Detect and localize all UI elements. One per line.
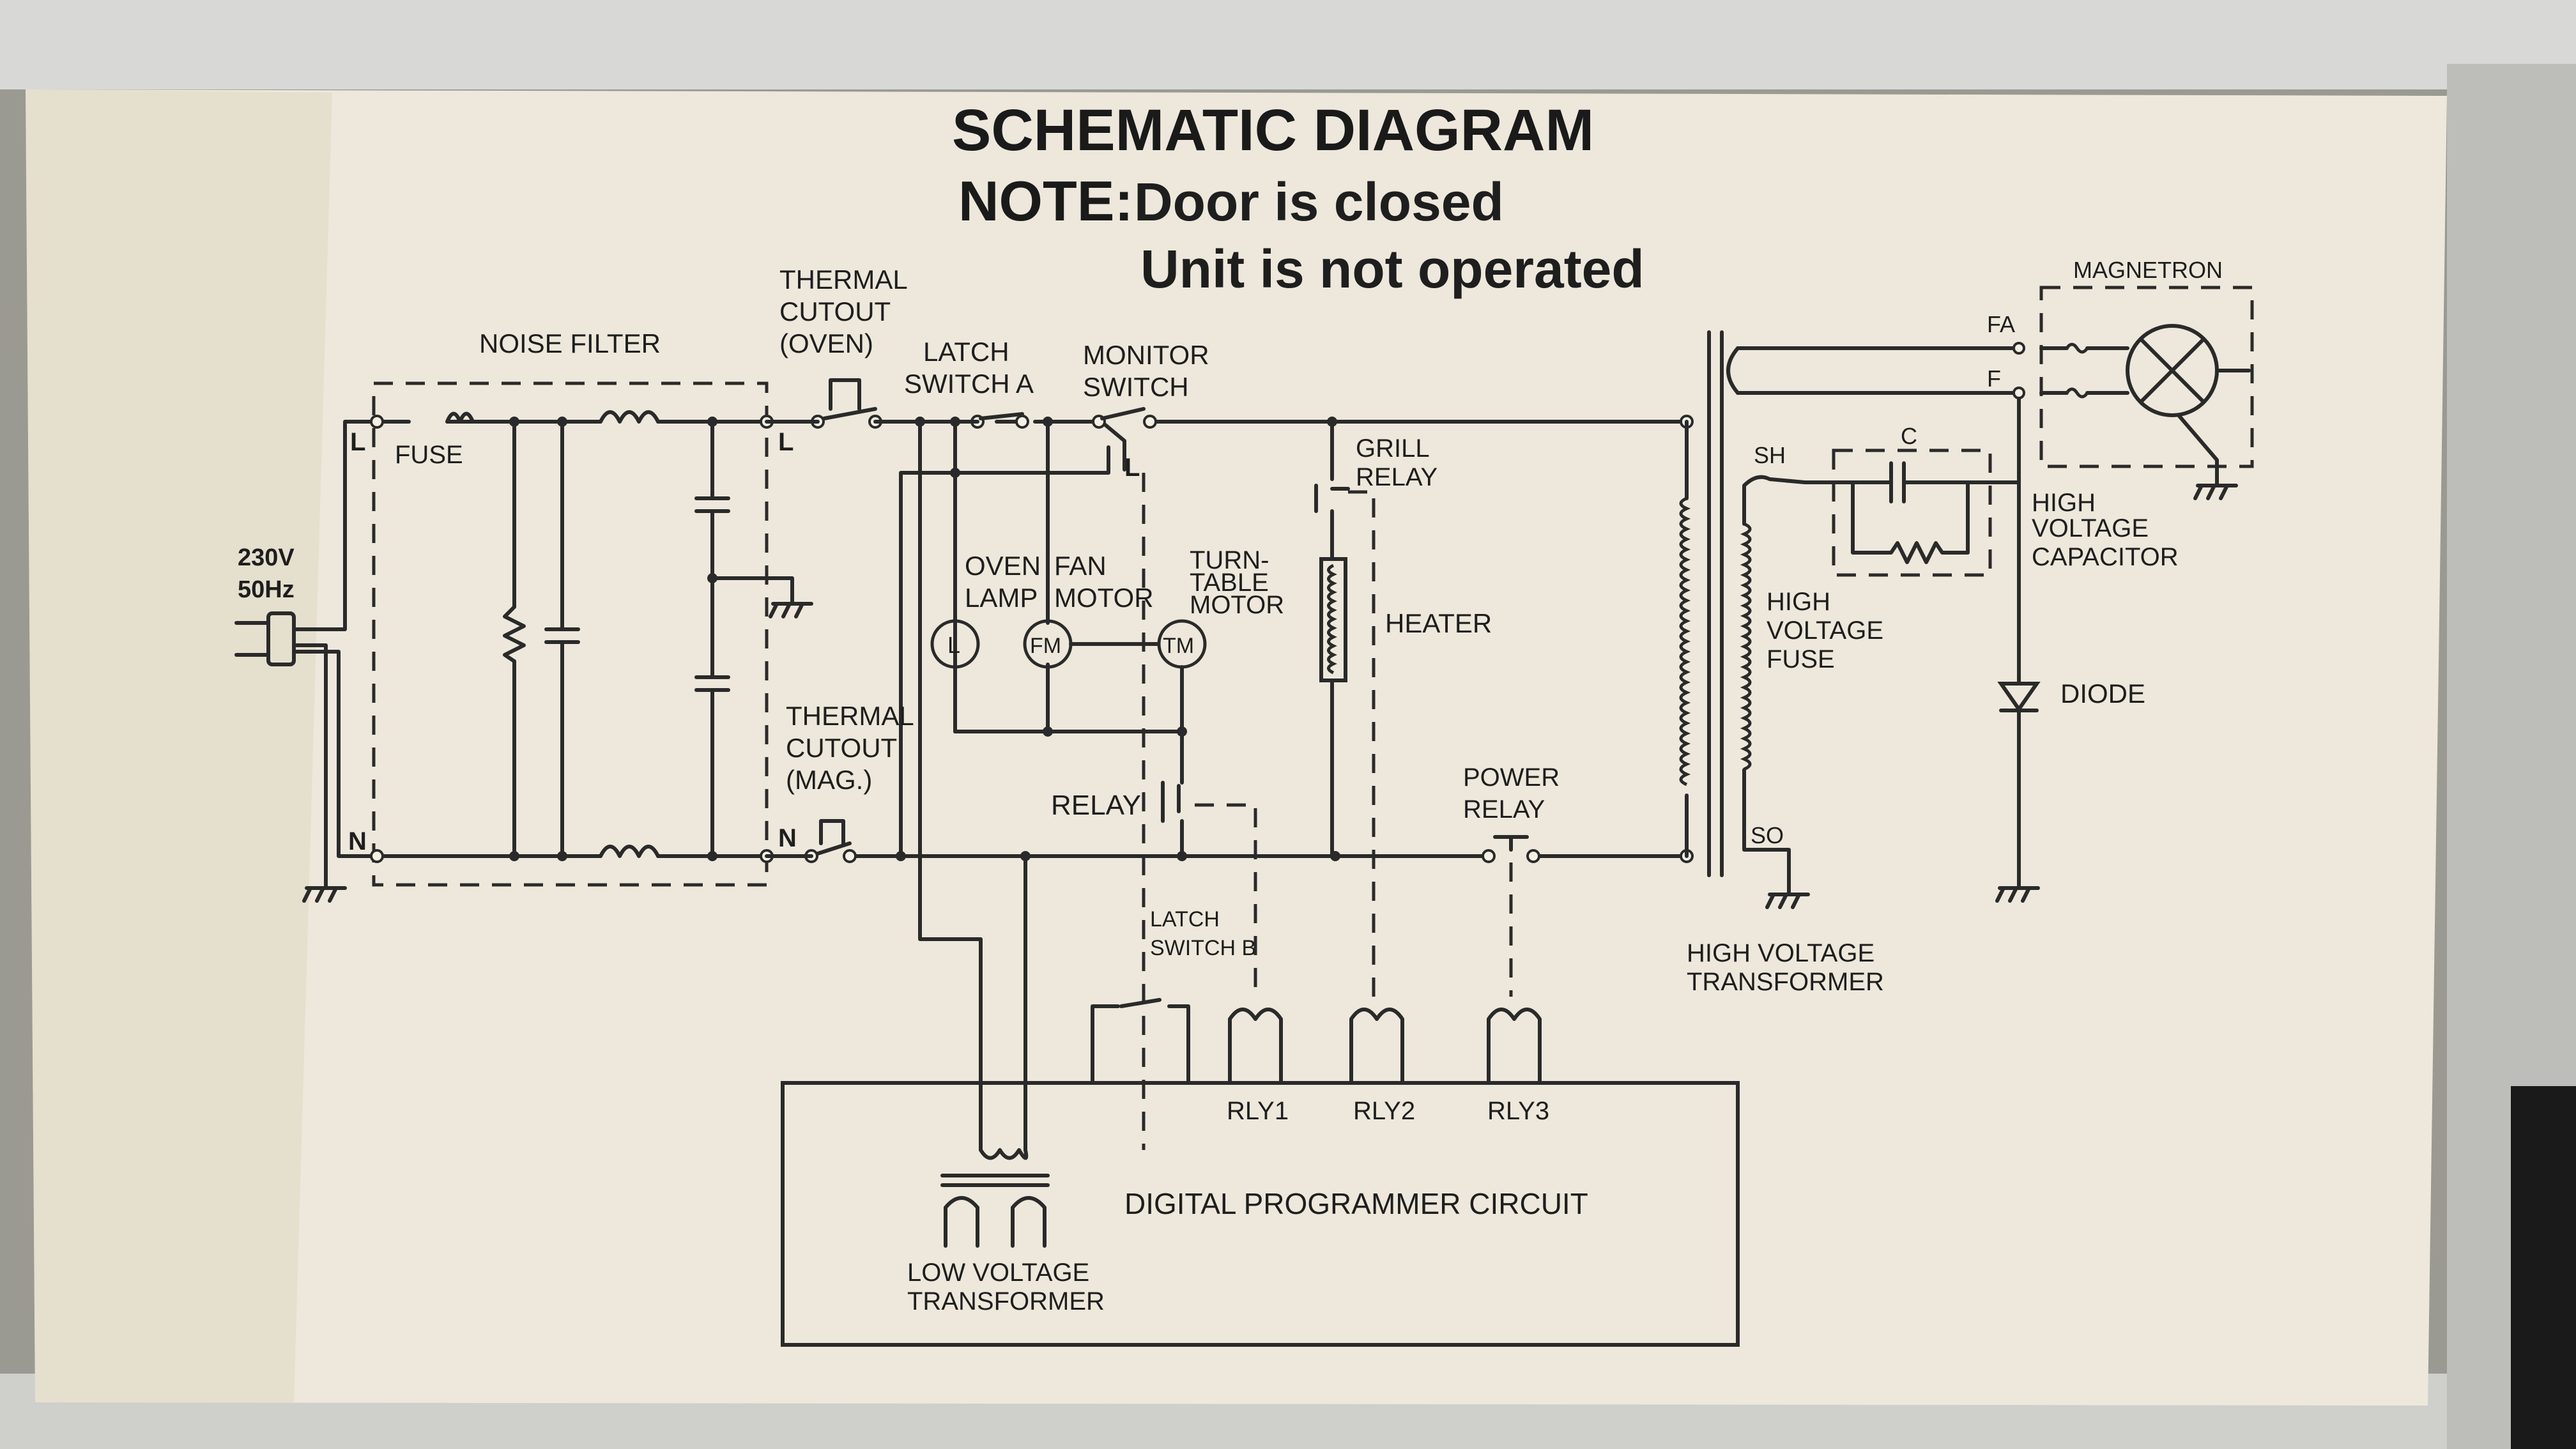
diode-symbol (1995, 391, 2041, 903)
hvc-label-2: VOLTAGE (2032, 514, 2149, 542)
fan-motor-label-1: FAN (1054, 551, 1107, 581)
fan-motor-label-2: MOTOR (1054, 583, 1154, 613)
noise-filter-box (372, 381, 769, 887)
line-label-left: L (350, 428, 365, 456)
high-voltage-transformer-symbol (1679, 330, 2021, 909)
branch-wires (899, 420, 1184, 1152)
high-voltage-capacitor-symbol (1803, 448, 2021, 577)
relay-symbol (1161, 730, 1257, 997)
turntable-label-1: TURN- (1190, 546, 1269, 574)
lvt-label-2: TRANSFORMER (907, 1287, 1105, 1315)
fan-motor-symbol-text: FM (1030, 634, 1061, 658)
latch-switch-a-label-1: LATCH (923, 337, 1009, 367)
f-label: F (1987, 365, 2001, 392)
fa-label: FA (1987, 311, 2015, 337)
thermal-mag-label-1: THERMAL (786, 701, 914, 731)
turntable-motor-symbol-text: TM (1163, 634, 1194, 658)
low-voltage-transformer-symbol (940, 1142, 1050, 1248)
thermal-mag-label-3: (MAG.) (786, 765, 872, 795)
monitor-switch-label-2: SWITCH (1083, 372, 1189, 402)
lvt-label-1: LOW VOLTAGE (907, 1259, 1089, 1287)
thermal-cutout-oven-symbol (765, 378, 922, 424)
wall-top (0, 0, 2576, 89)
hvt-label-1: HIGH VOLTAGE (1687, 939, 1874, 967)
grill-relay-label-1: GRILL (1356, 434, 1430, 463)
paper-stain (26, 89, 332, 1402)
latch-switch-b-symbol (1091, 856, 1190, 1085)
oven-lamp-label-2: LAMP (965, 583, 1038, 613)
thermal-oven-label-3: (OVEN) (779, 328, 873, 358)
rly3-label: RLY3 (1487, 1097, 1549, 1125)
so-label: SO (1751, 822, 1784, 848)
monitor-switch-label-1: MONITOR (1083, 340, 1209, 370)
grill-relay-symbol (1314, 420, 1376, 997)
line-label-monitor: L (1124, 454, 1140, 482)
power-plug (234, 420, 379, 903)
oven-lamp-symbol-text: L (947, 632, 960, 658)
dark-corner (2511, 1086, 2576, 1449)
oven-lamp-symbol (930, 619, 980, 669)
note-label: NOTE: (958, 169, 1133, 233)
hv-fuse-label-3: FUSE (1767, 645, 1835, 673)
heater-label: HEATER (1385, 608, 1492, 638)
neutral-label-left: N (348, 827, 367, 855)
thermal-cutout-mag-symbol (765, 819, 852, 858)
magnetron-symbol (2012, 286, 2254, 500)
line-label-mid: L (778, 428, 793, 456)
thermal-oven-label-2: CUTOUT (779, 296, 891, 326)
note-line-1: Door is closed (1134, 172, 1504, 232)
junction-dots (509, 417, 1340, 861)
relay-coils (1228, 1008, 1542, 1085)
power-relay-label-1: POWER (1463, 763, 1560, 792)
hvt-label-2: TRANSFORMER (1687, 968, 1884, 996)
oven-lamp-label-1: OVEN (965, 551, 1041, 581)
heater-symbol (1319, 557, 1347, 858)
relay-label: RELAY (1051, 790, 1141, 821)
thermal-oven-label-1: THERMAL (779, 264, 908, 295)
digital-programmer-box (781, 1081, 1740, 1347)
latch-switch-b-label-2: SWITCH B (1150, 936, 1256, 960)
diode-label: DIODE (2060, 678, 2145, 709)
terminals (370, 415, 1694, 863)
rly1-label: RLY1 (1227, 1097, 1289, 1125)
monitor-switch-symbol (1100, 407, 1146, 1150)
diagram-title: SCHEMATIC DIAGRAM (952, 98, 1594, 163)
hv-fuse-label-1: HIGH (1767, 588, 1830, 616)
magnetron-label: MAGNETRON (2073, 257, 2223, 283)
noise-filter-label: NOISE FILTER (479, 328, 661, 358)
latch-switch-a-label-2: SWITCH A (904, 369, 1034, 399)
hv-fuse-label-2: VOLTAGE (1767, 617, 1883, 645)
grill-relay-label-2: RELAY (1356, 463, 1438, 491)
neutral-label-mid: N (778, 824, 797, 852)
sh-label: SH (1754, 442, 1786, 468)
voltage-label: 230V (238, 544, 295, 571)
paper-sticker (26, 89, 2447, 1406)
hvc-label-1: HIGH (2032, 489, 2096, 517)
turntable-label-2: TABLE (1190, 569, 1269, 597)
note-line-2: Unit is not operated (1140, 239, 1644, 299)
rly2-label: RLY2 (1353, 1097, 1415, 1125)
latch-switch-b-label-1: LATCH (1150, 907, 1220, 931)
thermal-mag-label-2: CUTOUT (786, 733, 897, 763)
digital-programmer-label: DIGITAL PROGRAMMER CIRCUIT (1124, 1187, 1588, 1220)
latch-switch-a-symbol (918, 412, 1024, 424)
turntable-label-3: MOTOR (1190, 591, 1284, 619)
c-label: C (1901, 423, 1917, 449)
frequency-label: 50Hz (238, 576, 295, 603)
fuse-label: FUSE (395, 441, 463, 469)
hvc-label-3: CAPACITOR (2032, 543, 2179, 571)
noise-filter-components (503, 420, 813, 858)
power-relay-symbol (1493, 835, 1529, 997)
power-relay-label-2: RELAY (1463, 795, 1545, 824)
